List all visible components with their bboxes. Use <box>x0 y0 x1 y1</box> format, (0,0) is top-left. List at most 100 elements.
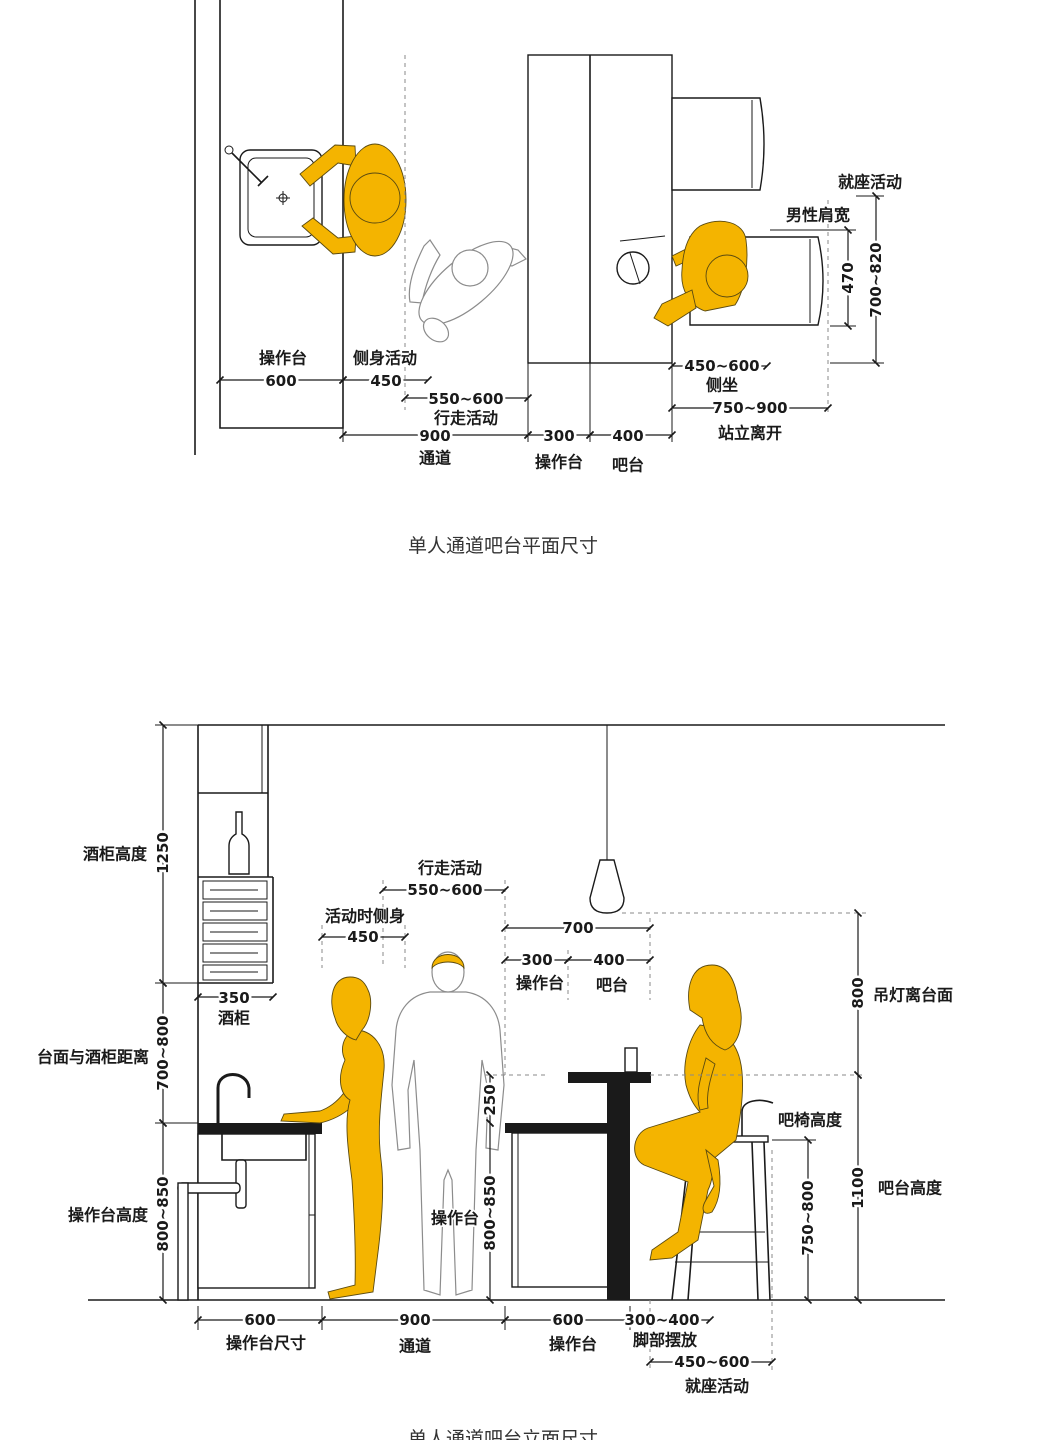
elev-bar-label: 吧台 <box>596 976 628 995</box>
standing-woman-body <box>327 1029 385 1300</box>
elev-side-turn-value: 450 <box>347 928 378 946</box>
elev-top-to-cabinet-value: 700~800 <box>154 1015 172 1090</box>
wine-cabinet <box>198 725 274 984</box>
plan-seating-label: 就座活动 <box>838 173 902 192</box>
elev-walking-label: 行走活动 <box>417 859 482 878</box>
plan-side-turn-value: 450 <box>370 372 401 390</box>
elev-bottom-aisle-value: 900 <box>399 1311 430 1329</box>
plan-dimensions: 操作台 600 侧身活动 450 550~600 行走活动 900 通道 300… <box>215 171 904 476</box>
plan-counter-value: 600 <box>265 372 296 390</box>
plan-work-counter-value: 300 <box>543 427 574 445</box>
counter-person-head <box>349 172 401 224</box>
plan-side-turn-label: 侧身活动 <box>353 349 417 368</box>
plan-stand-leave-label: 站立离开 <box>718 424 782 443</box>
walking-man-figure <box>391 951 505 1296</box>
left-counter-cabinet <box>197 1133 316 1289</box>
elevation-view: 1250 酒柜高度 行走活动 550~600 活动时侧身 450 700 300… <box>35 720 955 1440</box>
elev-counter-height-label: 操作台高度 <box>68 1206 149 1225</box>
elev-top-to-cabinet-label: 台面与酒柜距离 <box>37 1048 149 1067</box>
pendant-lamp <box>589 725 625 914</box>
seated-woman-leg <box>702 1148 721 1214</box>
bar-counter-outline <box>527 54 673 364</box>
elev-lamp-value: 800 <box>849 977 867 1008</box>
standing-woman-head <box>331 976 372 1041</box>
walker-foot <box>422 317 450 343</box>
elevation-guides <box>155 724 866 1370</box>
seated-woman-body <box>634 1024 743 1261</box>
plan-view: 操作台 600 侧身活动 450 550~600 行走活动 900 通道 300… <box>194 0 904 557</box>
seated-woman-figure <box>634 964 743 1261</box>
seated-woman-arm <box>697 1057 716 1111</box>
plan-walking-value: 550~600 <box>428 390 503 408</box>
bottom-dim-extensions <box>197 1306 631 1330</box>
elev-walking-value: 550~600 <box>407 881 482 899</box>
left-work-counter <box>177 1073 322 1301</box>
wine-drawer <box>202 964 268 981</box>
plan-stand-leave-value: 750~900 <box>712 399 787 417</box>
standing-woman-figure <box>280 976 385 1300</box>
plan-glass <box>616 235 666 285</box>
plan-person-at-counter <box>299 143 407 257</box>
elev-work-counter-height-label: 操作台 <box>431 1209 479 1228</box>
plan-aisle-label: 通道 <box>419 449 451 468</box>
bar-work-counter-cabinet <box>511 1132 609 1288</box>
wine-rack-drawers <box>202 880 268 981</box>
plan-work-counter-label: 操作台 <box>535 453 583 472</box>
elev-bar-step-value: 250 <box>481 1084 499 1115</box>
drain-pipe-vertical <box>177 1182 189 1301</box>
bar-work-counter-top <box>505 1123 611 1133</box>
plan-bar-counter <box>342 54 673 442</box>
faucet-base <box>224 145 234 155</box>
faucet-icon <box>216 1073 251 1123</box>
plan-side-sit-label: 侧坐 <box>706 376 738 395</box>
elev-seating-label: 就座活动 <box>685 1377 749 1396</box>
elev-bar-value: 400 <box>593 951 624 969</box>
elev-cabinet-height-value: 1250 <box>154 832 172 874</box>
stool-back <box>741 1099 774 1137</box>
wine-bottle-icon <box>228 811 250 875</box>
glass-straw <box>629 252 641 285</box>
elev-bottom-aisle-label: 通道 <box>399 1337 431 1356</box>
plan-shoulder-label: 男性肩宽 <box>786 206 850 225</box>
wine-drawer <box>202 901 268 921</box>
wine-drawer <box>202 922 268 942</box>
plan-counter-label: 操作台 <box>259 349 307 368</box>
elev-cabinet-depth-value: 350 <box>218 989 249 1007</box>
bar-elevation <box>505 1047 651 1300</box>
elev-bottom-feet-label: 脚部摆放 <box>633 1331 698 1350</box>
plan-shoulder-value: 470 <box>839 262 857 293</box>
elev-counter-height-value: 800~850 <box>154 1176 172 1251</box>
plan-caption: 单人通道吧台平面尺寸 <box>408 535 598 557</box>
seated-person-arm-lower <box>653 289 697 327</box>
seated-person-head <box>705 254 749 298</box>
elev-bottom-feet-value: 300~400 <box>624 1311 699 1329</box>
plan-stool-empty <box>671 97 765 191</box>
elev-side-turn-label: 活动时侧身 <box>325 907 405 926</box>
wine-drawer <box>202 943 268 963</box>
elev-bar-total-value: 700 <box>562 919 593 937</box>
sink-inner <box>247 157 315 238</box>
elev-bar-height-label: 吧台高度 <box>878 1179 943 1198</box>
walker-head <box>451 249 489 287</box>
elev-lamp-label: 吊灯离台面 <box>873 986 953 1005</box>
elev-bottom-work-counter-value: 600 <box>552 1311 583 1329</box>
plan-aisle-value: 900 <box>419 427 450 445</box>
elev-cabinet-depth-label: 酒柜 <box>218 1009 250 1028</box>
elev-bottom-counter-label: 操作台尺寸 <box>226 1334 306 1353</box>
elev-work-counter-value: 300 <box>521 951 552 969</box>
plan-walking-person <box>408 239 527 343</box>
elev-bottom-work-counter-label: 操作台 <box>549 1335 597 1354</box>
elev-bottom-counter-value: 600 <box>244 1311 275 1329</box>
left-counter-top <box>198 1123 322 1134</box>
elev-bar-height-value: 1100 <box>849 1167 867 1209</box>
seated-woman-head <box>688 964 742 1051</box>
elev-stool-height-label: 吧椅高度 <box>778 1111 843 1130</box>
faucet-spout <box>231 152 269 187</box>
elevation-caption: 单人通道吧台立面尺寸 <box>408 1428 598 1440</box>
plan-work-counter <box>219 0 344 429</box>
plan-bar-value: 400 <box>612 427 643 445</box>
sink-drain-cross <box>276 191 290 205</box>
bar-column <box>607 1083 630 1300</box>
glass-line <box>619 235 666 242</box>
